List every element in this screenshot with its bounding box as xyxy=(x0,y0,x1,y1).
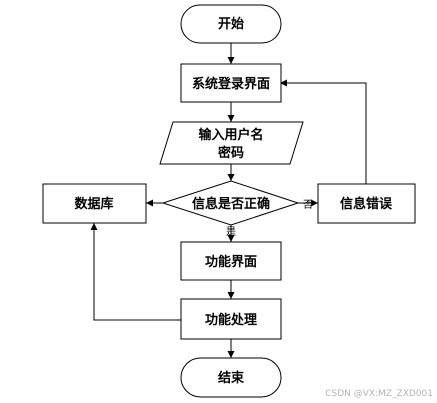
login-screen-label: 系统登录界面 xyxy=(192,76,270,92)
start-label: 开始 xyxy=(218,16,244,32)
decision-diamond xyxy=(161,180,300,226)
end-label: 结束 xyxy=(218,370,245,386)
input-credentials-label-line1: 输入用户名 xyxy=(198,127,263,143)
database-box xyxy=(42,183,147,224)
edge-process-to-database xyxy=(90,223,181,321)
edge-error-to-login xyxy=(280,79,367,184)
edge-label-yes: 是 xyxy=(226,226,236,238)
login-screen-box xyxy=(180,63,282,103)
input-credentials-parallelogram xyxy=(159,121,304,165)
start-terminal xyxy=(180,4,282,44)
function-screen-box xyxy=(180,241,282,281)
info-error-box xyxy=(317,183,416,224)
database-label: 数据库 xyxy=(74,196,113,212)
input-credentials-label-line2: 密码 xyxy=(217,145,244,161)
edge-label-no: 否 xyxy=(303,199,313,211)
end-terminal xyxy=(180,357,282,398)
decision-label: 信息是否正确 xyxy=(192,196,270,212)
watermark: CSDN @VX:MZ_ZXD001 xyxy=(325,389,433,399)
function-process-box xyxy=(180,298,282,340)
function-screen-label: 功能界面 xyxy=(205,254,257,270)
info-error-label: 信息错误 xyxy=(340,196,393,212)
function-process-label: 功能处理 xyxy=(205,312,257,328)
